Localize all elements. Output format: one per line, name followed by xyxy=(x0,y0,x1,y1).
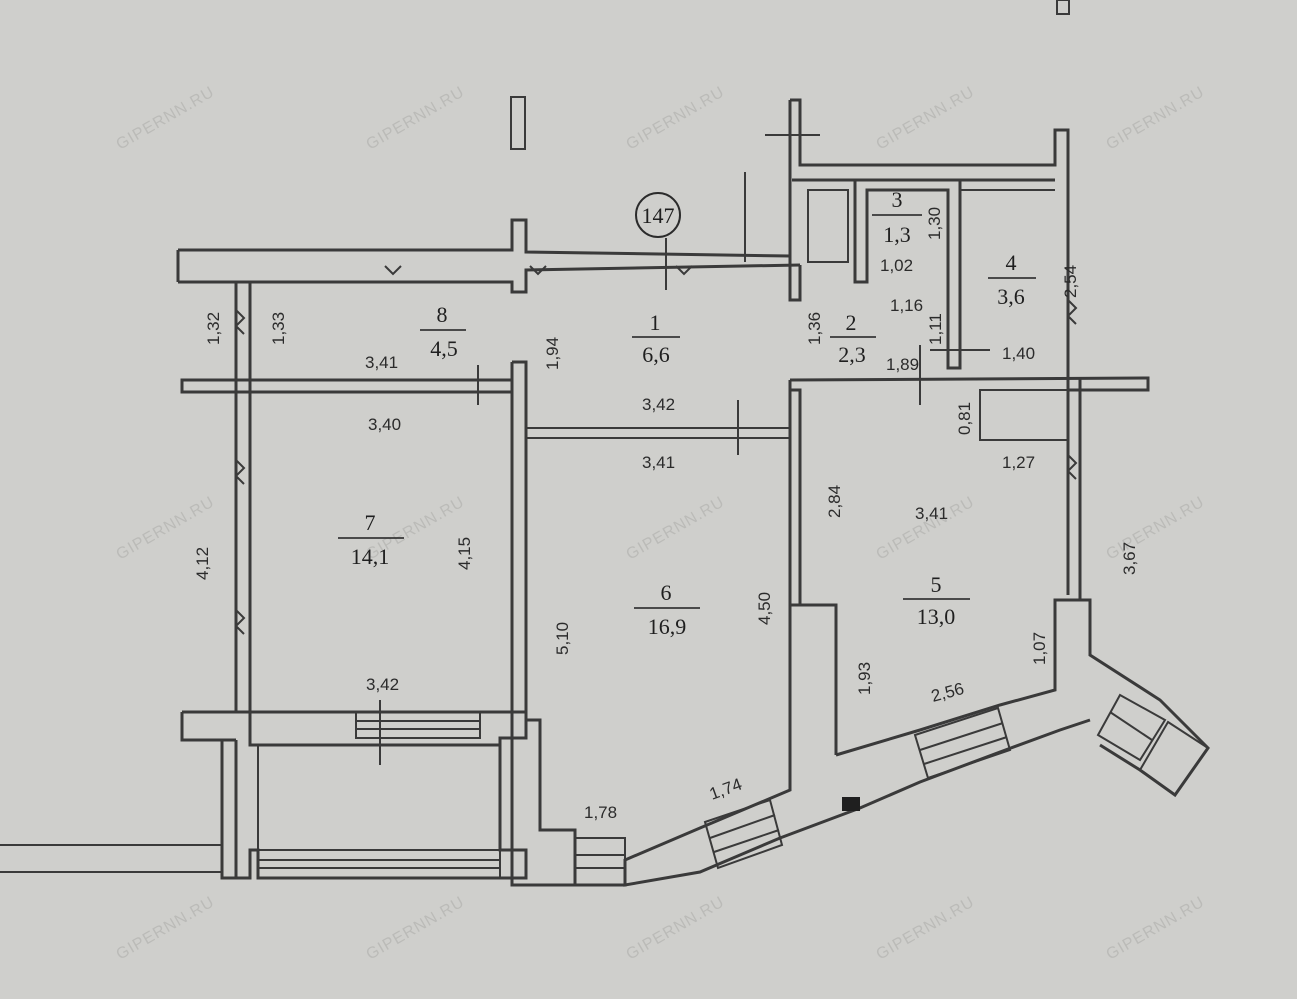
watermark: GIPERNN.RU xyxy=(1104,894,1208,964)
room-6-label: 6 16,9 xyxy=(634,580,700,639)
svg-text:1,3: 1,3 xyxy=(883,222,911,247)
svg-text:13,0: 13,0 xyxy=(917,604,956,629)
room-1-label: 1 6,6 xyxy=(632,310,680,367)
stray-marks xyxy=(510,0,1070,262)
dimension-label: 1,02 xyxy=(880,256,913,275)
windows xyxy=(257,693,1210,886)
dimension-label: 3,41 xyxy=(365,353,398,372)
svg-text:16,9: 16,9 xyxy=(648,614,687,639)
dimension-label: 4,50 xyxy=(755,592,774,625)
watermark: GIPERNN.RU xyxy=(364,894,468,964)
apartment-number: 147 xyxy=(642,203,675,228)
dimension-label: 1,27 xyxy=(1002,453,1035,472)
svg-text:6,6: 6,6 xyxy=(642,342,670,367)
watermark: GIPERNN.RU xyxy=(874,84,978,154)
svg-text:7: 7 xyxy=(365,510,376,535)
window xyxy=(913,706,1012,780)
dimension-label: 1,33 xyxy=(269,312,288,345)
dimension-label: 3,40 xyxy=(368,415,401,434)
dimension-label: 2,54 xyxy=(1061,265,1080,298)
svg-text:1: 1 xyxy=(650,310,661,335)
svg-text:2,3: 2,3 xyxy=(838,342,866,367)
svg-text:6: 6 xyxy=(661,580,672,605)
watermark: GIPERNN.RU xyxy=(624,494,728,564)
dimension-label: 2,84 xyxy=(825,485,844,518)
dimension-label: 2,56 xyxy=(929,679,966,706)
dimension-label: 3,42 xyxy=(366,675,399,694)
svg-text:3: 3 xyxy=(892,187,903,212)
svg-text:8: 8 xyxy=(437,302,448,327)
watermark: GIPERNN.RU xyxy=(114,84,218,154)
window xyxy=(355,711,481,739)
svg-text:3,6: 3,6 xyxy=(997,284,1025,309)
dimension-label: 1,32 xyxy=(204,312,223,345)
dimension-label: 5,10 xyxy=(553,622,572,655)
dimension-label: 1,36 xyxy=(805,312,824,345)
room-8-label: 8 4,5 xyxy=(420,302,466,361)
dimension-label: 0,81 xyxy=(955,402,974,435)
svg-text:4: 4 xyxy=(1006,250,1017,275)
dimension-label: 3,42 xyxy=(642,395,675,414)
dimension-label: 1,89 xyxy=(886,355,919,374)
apartment-number-badge: 147 xyxy=(635,192,681,238)
dimension-label: 1,93 xyxy=(855,662,874,695)
dimension-label: 3,67 xyxy=(1120,542,1139,575)
watermark: GIPERNN.RU xyxy=(624,894,728,964)
dimension-label: 3,41 xyxy=(642,453,675,472)
window xyxy=(703,798,784,870)
watermark: GIPERNN.RU xyxy=(114,894,218,964)
walls xyxy=(0,98,1210,887)
dimension-label: 1,40 xyxy=(1002,344,1035,363)
dimension-label: 3,41 xyxy=(915,504,948,523)
dimension-label: 1,07 xyxy=(1030,632,1049,665)
dimension-label: 1,74 xyxy=(707,775,745,804)
room-5-label: 5 13,0 xyxy=(903,572,970,629)
dimension-label: 1,11 xyxy=(926,313,945,345)
dimension-label: 1,78 xyxy=(584,803,617,822)
watermark: GIPERNN.RU xyxy=(364,84,468,154)
dimension-label: 1,94 xyxy=(543,337,562,370)
window xyxy=(1138,720,1210,797)
dimension-label: 4,15 xyxy=(455,537,474,570)
watermark: GIPERNN.RU xyxy=(1104,84,1208,154)
room-3-label: 3 1,3 xyxy=(872,187,922,247)
dimension-label: 1,30 xyxy=(925,207,944,240)
dimension-ticks xyxy=(379,130,1148,811)
window xyxy=(574,837,626,886)
svg-text:14,1: 14,1 xyxy=(351,544,390,569)
dimension-label: 1,16 xyxy=(890,296,923,315)
svg-text:5: 5 xyxy=(931,572,942,597)
room-4-label: 4 3,6 xyxy=(988,250,1036,309)
svg-text:4,5: 4,5 xyxy=(430,336,458,361)
svg-text:2: 2 xyxy=(846,310,857,335)
window xyxy=(1096,693,1167,762)
wall-break-markers xyxy=(234,265,1078,635)
room-7-label: 7 14,1 xyxy=(338,510,404,569)
room-2-label: 2 2,3 xyxy=(830,310,876,367)
dimension-label: 4,12 xyxy=(193,547,212,580)
watermark: GIPERNN.RU xyxy=(624,84,728,154)
watermark: GIPERNN.RU xyxy=(874,894,978,964)
window xyxy=(257,849,501,879)
room-labels: 1 6,6 2 2,3 3 1,3 4 3,6 5 13,0 6 16,9 xyxy=(338,187,1036,639)
